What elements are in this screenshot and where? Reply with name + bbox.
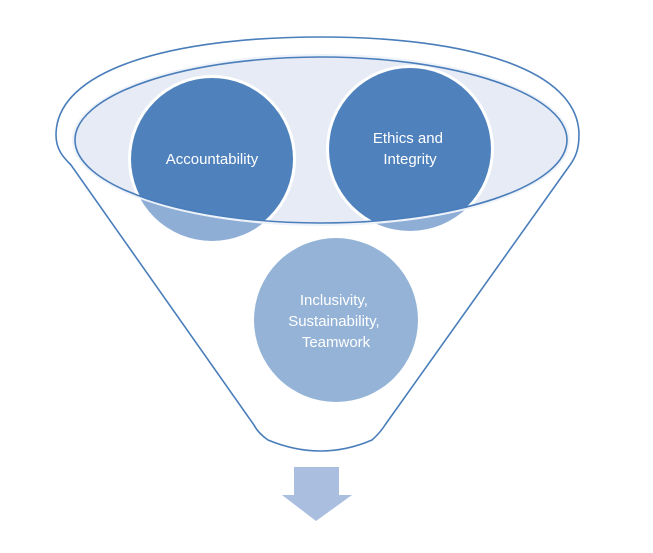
funnel-rim-outline xyxy=(74,56,568,224)
label-inclusivity: Inclusivity, Sustainability, Teamwork xyxy=(288,292,384,351)
down-arrow-icon xyxy=(282,467,352,521)
circle-ethics-fill xyxy=(329,68,491,223)
circle-inclusivity xyxy=(254,238,418,402)
circle-accountability-fill xyxy=(131,78,293,223)
label-ethics: Ethics and Integrity xyxy=(373,130,447,168)
label-accountability: Accountability xyxy=(166,151,259,168)
